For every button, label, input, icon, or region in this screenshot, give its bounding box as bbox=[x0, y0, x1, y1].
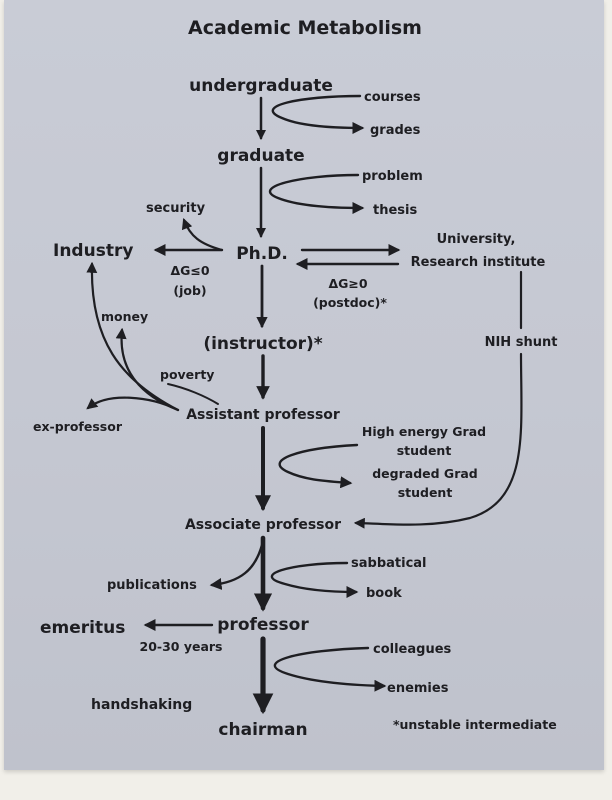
poster-background bbox=[4, 0, 604, 770]
label-postdoc: (postdoc)* bbox=[313, 295, 387, 310]
label-dg-postdoc: ΔG≥0 bbox=[328, 276, 367, 291]
label-years: 20-30 years bbox=[140, 639, 223, 654]
arrow-assistant-to-industry bbox=[86, 261, 180, 412]
label-grades: grades bbox=[370, 123, 421, 138]
stage-graduate: graduate bbox=[217, 146, 304, 166]
label-degraded-grad: degraded Grad bbox=[372, 466, 478, 481]
stage-instructor: (instructor)* bbox=[203, 334, 322, 354]
label-dg-job: ΔG≤0 bbox=[170, 263, 209, 278]
label-degraded-student: student bbox=[398, 485, 453, 500]
label-emeritus: emeritus bbox=[40, 618, 125, 638]
stage-professor: professor bbox=[217, 615, 309, 635]
label-university: University, bbox=[437, 232, 516, 247]
label-research-institute: Research institute bbox=[411, 255, 546, 270]
loop-problem-thesis bbox=[268, 173, 365, 214]
label-high-energy-student: student bbox=[397, 443, 452, 458]
loop-grad-students bbox=[278, 443, 359, 489]
stage-chairman: chairman bbox=[218, 720, 307, 740]
loop-colleagues-enemies bbox=[273, 646, 387, 692]
footnote-unstable-intermediate: *unstable intermediate bbox=[393, 717, 557, 732]
label-thesis: thesis bbox=[373, 203, 417, 218]
label-colleagues: colleagues bbox=[373, 642, 452, 657]
label-problem: problem bbox=[362, 169, 423, 184]
label-book: book bbox=[366, 586, 402, 601]
arrow-to-publications bbox=[209, 543, 264, 590]
arrow-nih-shunt bbox=[353, 352, 523, 529]
label-job: (job) bbox=[173, 283, 206, 298]
arrow-to-ex-professor bbox=[86, 396, 180, 412]
label-money: money bbox=[101, 309, 148, 324]
label-enemies: enemies bbox=[387, 681, 449, 696]
label-ex-professor: ex-professor bbox=[33, 419, 123, 434]
label-publications: publications bbox=[107, 578, 197, 593]
stage-undergraduate: undergraduate bbox=[189, 76, 333, 96]
label-poverty: poverty bbox=[160, 367, 214, 382]
loop-courses-grades bbox=[271, 94, 365, 134]
loop-sabbatical-book bbox=[270, 561, 359, 598]
label-handshaking: handshaking bbox=[91, 697, 192, 713]
line-poverty bbox=[167, 383, 219, 405]
label-sabbatical: sabbatical bbox=[351, 556, 427, 571]
label-courses: courses bbox=[364, 90, 421, 105]
label-high-energy-grad: High energy Grad bbox=[362, 424, 486, 439]
arrow-to-security bbox=[181, 217, 224, 252]
label-security: security bbox=[146, 201, 206, 216]
diagram-title: Academic Metabolism bbox=[188, 17, 422, 39]
label-nih-shunt: NIH shunt bbox=[485, 335, 558, 350]
stage-assistant-professor: Assistant professor bbox=[186, 407, 340, 423]
stage-associate-professor: Associate professor bbox=[185, 517, 341, 533]
label-industry: Industry bbox=[53, 241, 133, 261]
stage-phd: Ph.D. bbox=[236, 244, 288, 264]
